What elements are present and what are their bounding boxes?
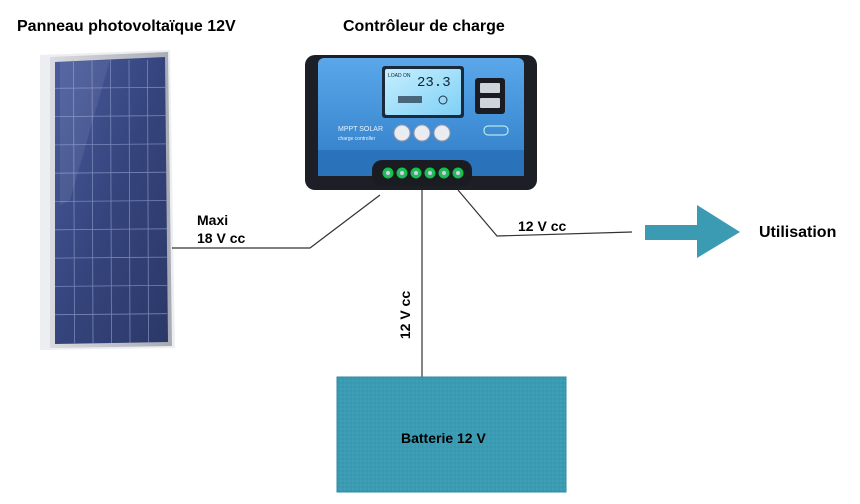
terminal-screw-head (428, 171, 432, 175)
terminal-screw-head (414, 171, 418, 175)
panel-voltage-label: 18 V cc (197, 230, 246, 246)
terminal-screw-head (456, 171, 460, 175)
wire-controller-to-load (457, 189, 633, 237)
terminal-screw-head (400, 171, 404, 175)
panel-max-label: Maxi (197, 212, 229, 228)
button-icon (393, 124, 451, 142)
brand-line2: charge controller (338, 136, 376, 142)
terminal-screw-icon (382, 167, 464, 179)
panel-grid-line (54, 86, 168, 89)
lcd-tag: LOAD ON (388, 73, 411, 79)
panel-grid-line (54, 115, 168, 117)
output-voltage-label: 12 V cc (518, 218, 567, 234)
charge-controller: LOAD ON 23.3 MPPT SOLAR charge controlle… (305, 55, 537, 190)
battery-label: Batterie 12 V (401, 430, 486, 446)
wires (172, 182, 633, 378)
panel-grid-line (110, 59, 112, 344)
panel-grid-line (128, 59, 131, 344)
panel-grid-line (54, 228, 168, 231)
usb-port-icon (475, 78, 505, 114)
solar-panel (40, 50, 175, 350)
arrow-right-icon (645, 205, 740, 258)
usage-label: Utilisation (759, 224, 837, 241)
panel-title: Panneau photovoltaïque 12V (17, 18, 236, 35)
lcd-reading: 23.3 (417, 75, 451, 91)
panel-cell-grid (54, 59, 168, 344)
panel-grid-line (147, 59, 149, 344)
panel-grid-line (54, 143, 168, 146)
panel-grid-line (54, 256, 168, 259)
panel-grid-line (54, 285, 168, 287)
panel-grid-line (54, 313, 168, 316)
brand-line1: MPPT SOLAR (338, 126, 383, 133)
terminal-screw-head (442, 171, 446, 175)
battery (336, 376, 567, 493)
wire-panel-to-controller (172, 194, 381, 249)
terminal-screw-head (386, 171, 390, 175)
controller-title: Contrôleur de charge (343, 18, 505, 35)
battery-voltage-label: 12 V cc (397, 290, 414, 340)
panel-grid-line (54, 171, 168, 174)
panel-grid-line (54, 200, 168, 202)
